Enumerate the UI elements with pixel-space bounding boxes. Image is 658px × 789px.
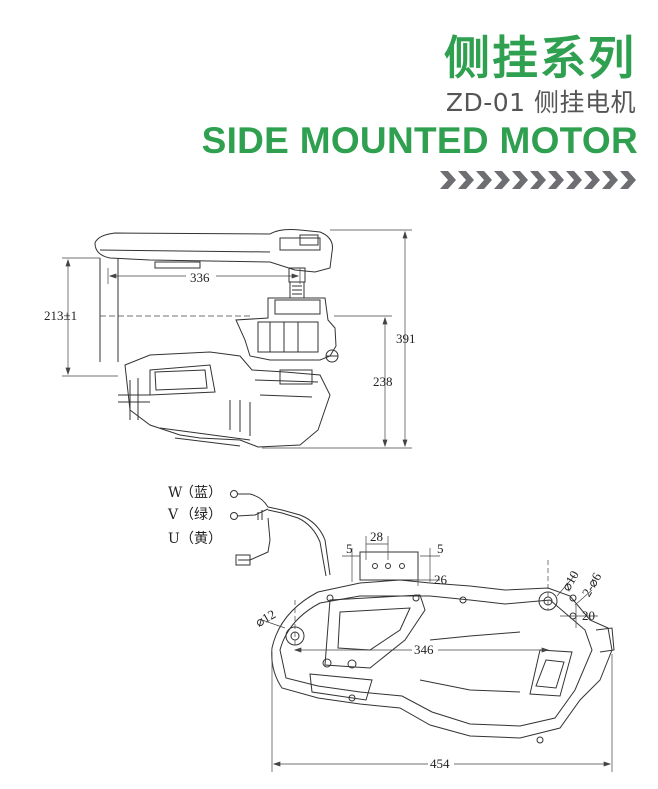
wire-v-color: （绿） (180, 507, 222, 523)
dim-28: 28 (370, 529, 383, 544)
wire-v-letter: V (167, 507, 179, 523)
side-view-dimension-lines (261, 536, 613, 772)
dim-213: 213±1 (44, 308, 77, 323)
dim-391: 391 (396, 331, 416, 346)
dim-20: 20 (582, 608, 595, 623)
dim-26: 26 (434, 572, 448, 587)
top-view-dimension-lines (62, 229, 412, 449)
dim-2-diameter-6: 2-⌀6 (579, 569, 605, 599)
dim-5-left: 5 (346, 541, 353, 556)
wire-w-color: （蓝） (180, 485, 222, 501)
dim-454: 454 (430, 756, 450, 771)
english-title: SIDE MOUNTED MOTOR (201, 120, 638, 161)
dim-238: 238 (373, 374, 393, 389)
dim-diameter-12: ⌀12 (253, 606, 279, 629)
dim-346: 346 (414, 642, 434, 657)
wire-w-letter: W (168, 485, 183, 501)
wire-u-letter: U (168, 531, 180, 547)
wire-leads (230, 490, 331, 577)
dim-336: 336 (190, 270, 210, 285)
wire-u-color: （黄） (180, 530, 222, 547)
series-title: 侧挂系列 (444, 31, 636, 85)
model-title: ZD-01 侧挂电机 (445, 88, 636, 117)
dim-5-right: 5 (437, 541, 444, 556)
top-view-motor (94, 229, 339, 448)
chevron-arrows-icon (440, 171, 636, 189)
